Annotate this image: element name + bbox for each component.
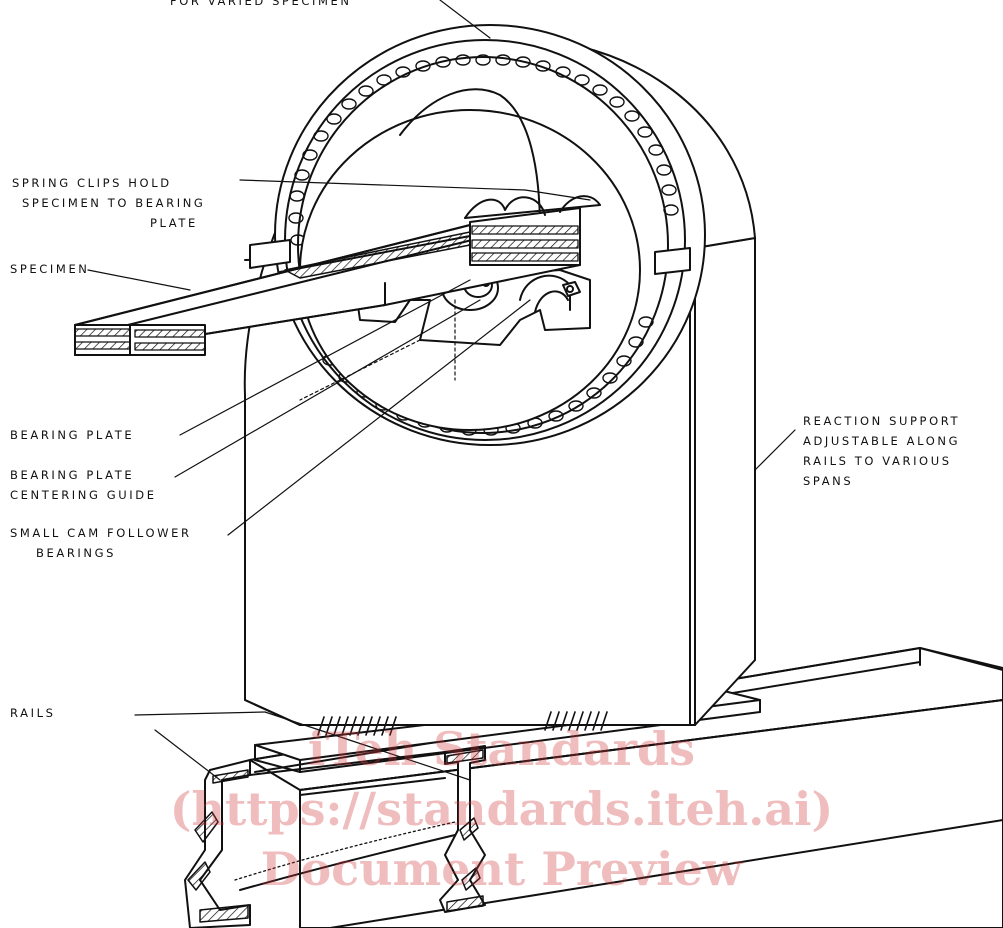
reaction-support-label-line3: rails to various — [803, 454, 952, 468]
spring-clips-label-line1: Spring clips hold — [12, 176, 172, 190]
reaction-support-label-line4: spans — [803, 474, 854, 488]
watermark-line2: (https://standards.iteh.ai) — [169, 782, 834, 836]
reaction-support-block — [244, 237, 756, 736]
specimen — [74, 195, 601, 356]
centering-guide-label-line2: centering guide — [10, 488, 157, 502]
rail-sections — [184, 745, 486, 928]
cam-follower-label-line1: Small cam follower — [10, 526, 192, 540]
watermark-line3: Document Preview — [260, 842, 743, 896]
spring-clips-label-line2: specimen to bearing — [22, 196, 206, 210]
top-cut-label: FOR VARIED SPECIMEN — [170, 0, 352, 8]
spring-clips-label-line3: plate — [150, 216, 198, 230]
watermark-line1: iTeh Standards — [307, 722, 696, 776]
rails-label: Rails — [10, 706, 56, 720]
cam-follower-label-line2: bearings — [36, 546, 117, 560]
ring-balls — [288, 54, 679, 436]
bearing-plate-label: Bearing plate — [10, 428, 135, 442]
centering-guide-label-line1: Bearing plate — [10, 468, 135, 482]
leader-lines — [87, 0, 796, 781]
reaction-support-label-line1: Reaction support — [803, 414, 961, 428]
reaction-support-label-line2: adjustable along — [803, 434, 961, 448]
specimen-label: Specimen — [10, 262, 90, 276]
